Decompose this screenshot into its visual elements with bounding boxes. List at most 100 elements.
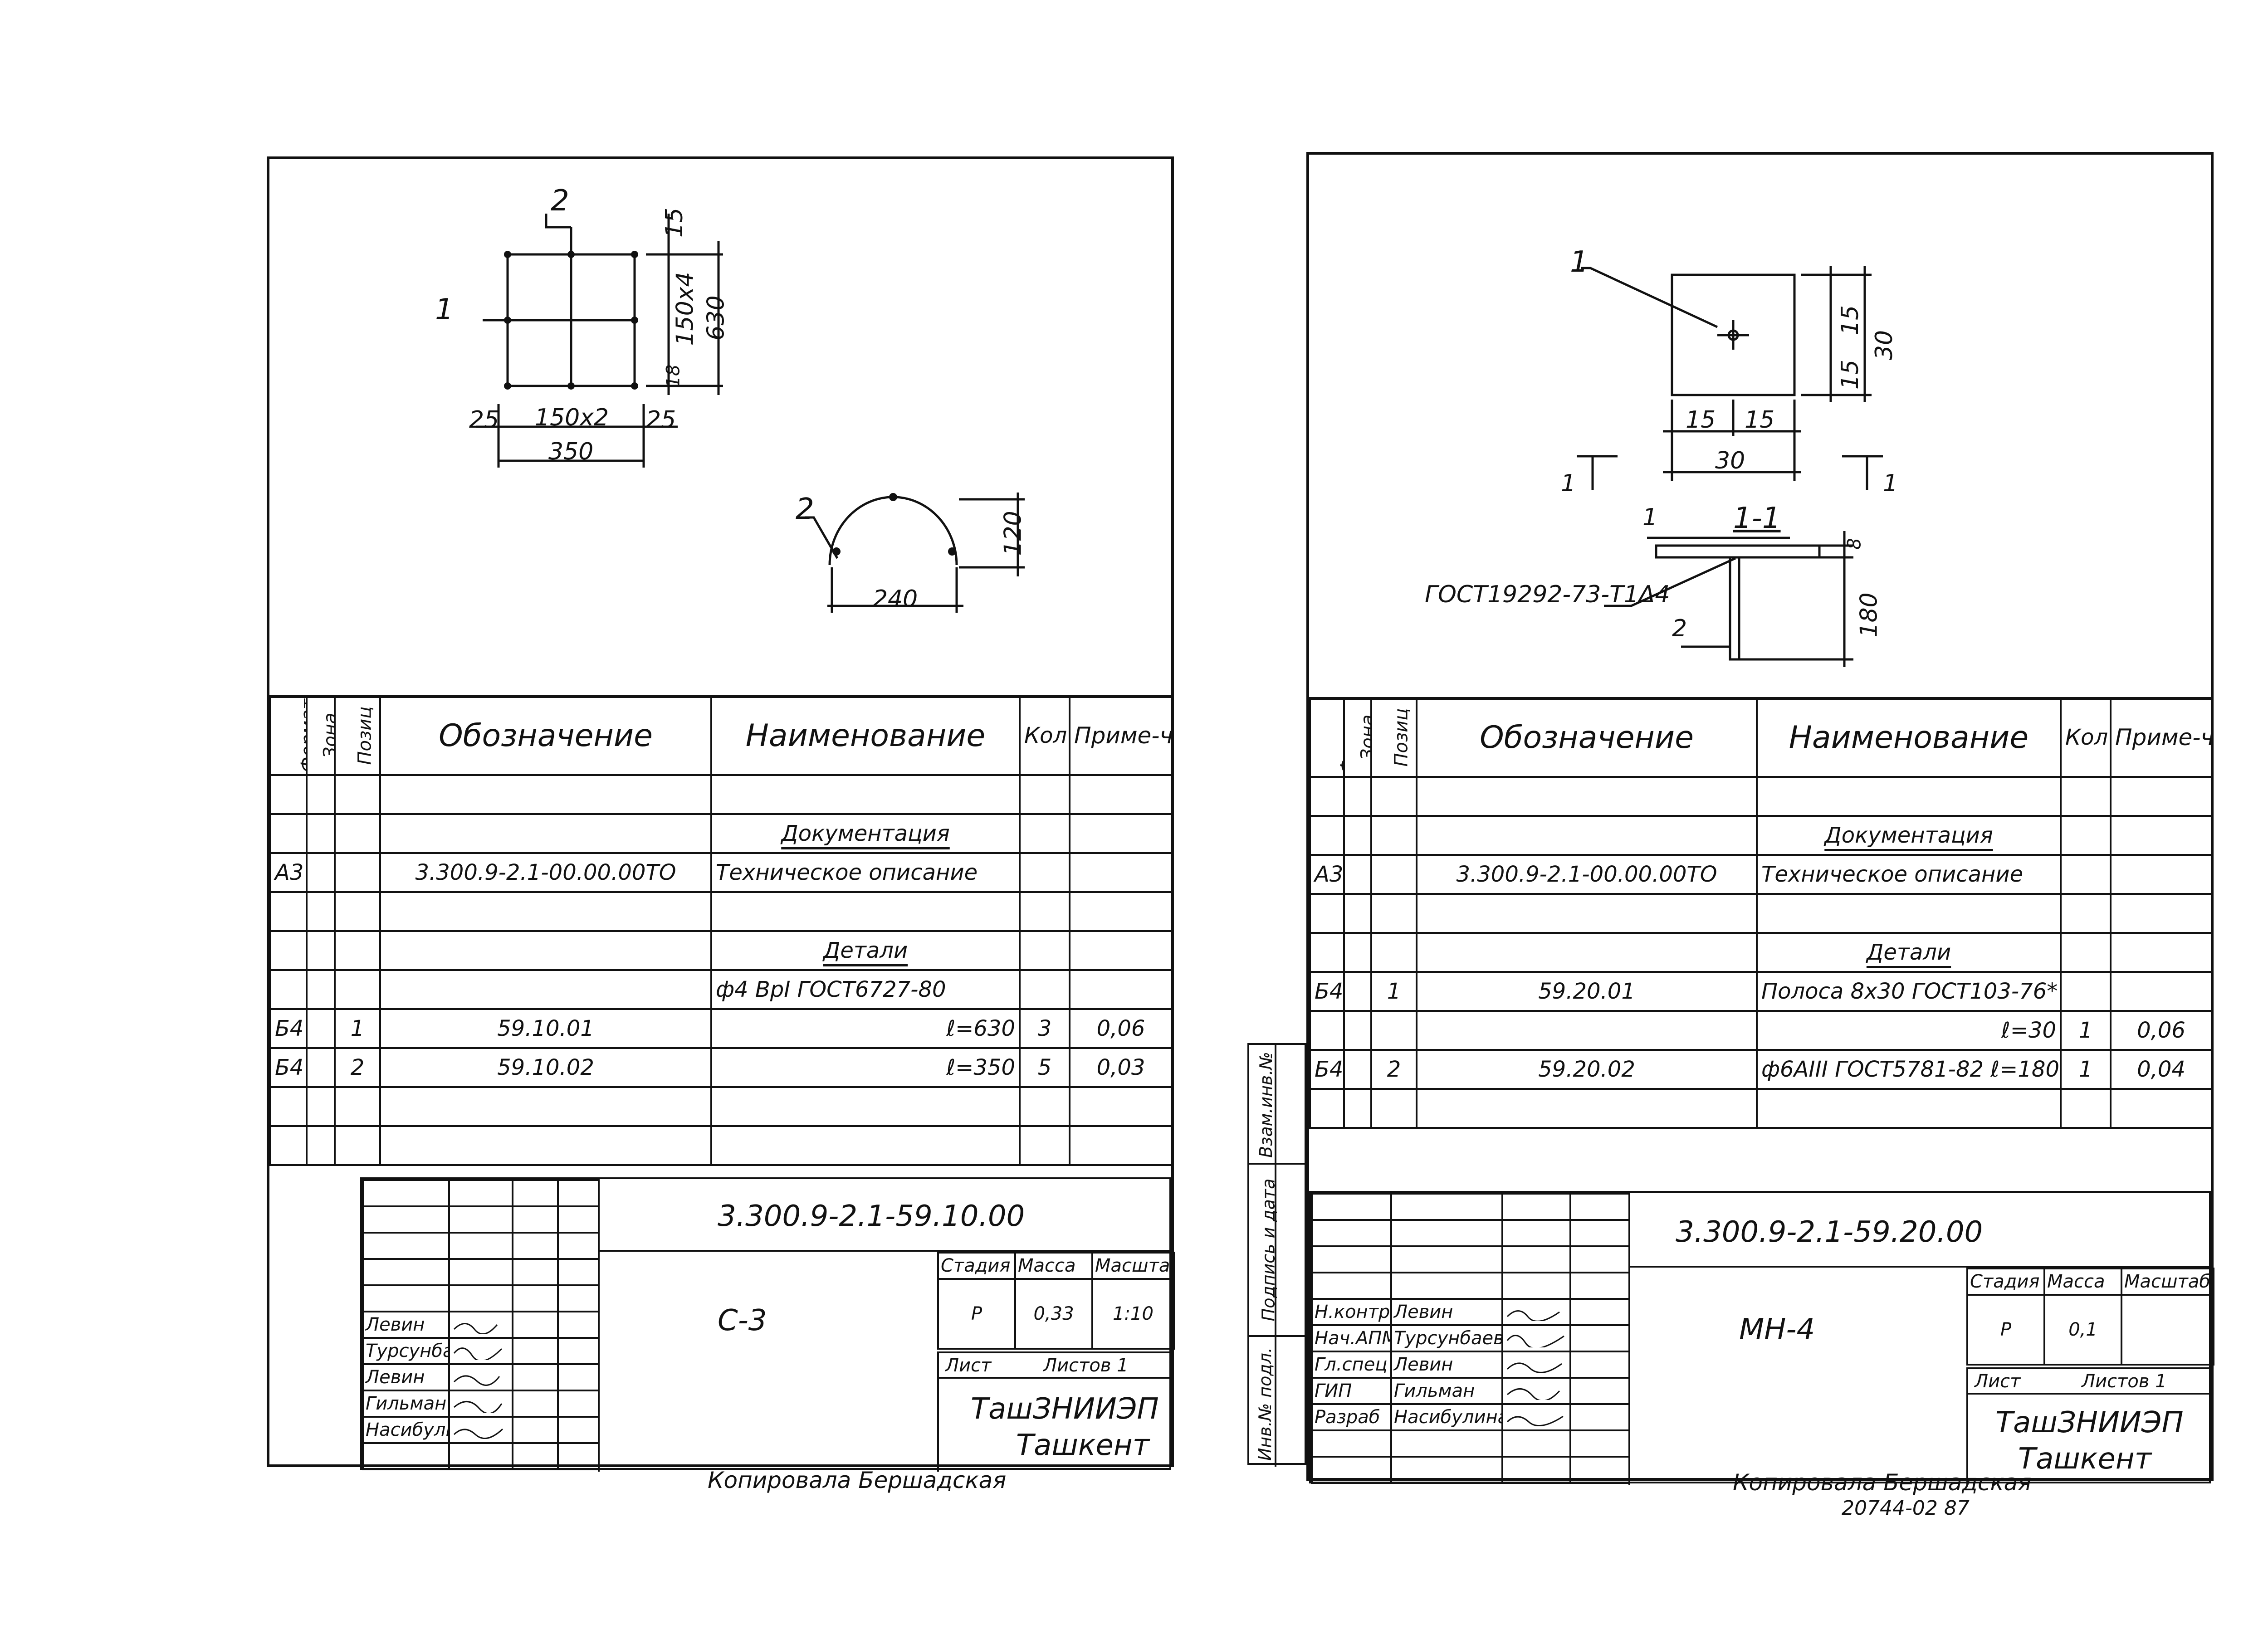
signature-1: [448, 1311, 513, 1339]
spec-cell-name: ℓ=350: [710, 1047, 1021, 1088]
spec-row: Детали: [269, 930, 1173, 971]
spec-cell-name: [710, 891, 1021, 932]
stage-label: Стадия: [937, 1252, 1016, 1280]
spec-cell-pos: [1370, 893, 1418, 934]
tb-sheet-row-left: Лист Листов 1: [937, 1351, 1173, 1379]
dim-15-v2: 15: [1837, 359, 1864, 390]
spec-cell-name: ф6АIII ГОСТ5781-82 ℓ=180: [1756, 1049, 2062, 1090]
spec-cell-name: [1756, 893, 2062, 934]
spec-cell-qty: 3: [1019, 1008, 1070, 1049]
th-pos: Позиц: [1370, 697, 1418, 778]
org-line-2: Ташкент: [2018, 1442, 2152, 1476]
tb-org-cell-left: ТашЗНИИЭП Ташкент: [937, 1379, 1173, 1472]
scale-label: Масштаб: [1091, 1252, 1175, 1280]
spec-cell-note: [1069, 969, 1173, 1010]
spec-cell-format: [1309, 776, 1345, 817]
dim-180: 180: [1855, 592, 1883, 638]
dim-15-v: 15: [1837, 305, 1864, 336]
th-designation: Обозначение: [1416, 697, 1758, 778]
th-zone: Зона: [306, 695, 336, 776]
spec-cell-format: Б4: [1309, 1049, 1345, 1090]
spec-cell-pos: 2: [334, 1047, 381, 1088]
dim-15-h1: 15: [1686, 406, 1716, 434]
label-pos2-top: 2: [551, 184, 569, 218]
item-name: С-3: [718, 1304, 767, 1337]
strip-label-replace-inv: Взам.инв.№: [1256, 1052, 1276, 1158]
spec-cell-zone: [306, 1086, 336, 1127]
spec-cell-name: Детали: [1756, 932, 2062, 973]
left-strip-stamps: Взам.инв.№ Подпись и дата Инв.№ подл.: [1247, 1043, 1308, 1467]
dim-30-v: 30: [1871, 330, 1898, 361]
tb-name-cell-left: С-3: [598, 1252, 937, 1472]
title-block-left: Левин Турсунбаева Левин Гильман Насибули…: [360, 1177, 1175, 1472]
sheet-right: 1 15 15 30 15 15 30 1 1 1 1-1 8 180 ГОСТ…: [1306, 152, 2214, 1485]
dim-350: 350: [548, 438, 594, 465]
strip-label-signature-date: Подпись и дата: [1258, 1178, 1279, 1322]
spec-cell-qty: 1: [2060, 1010, 2112, 1051]
spec-cell-zone: [306, 1125, 336, 1166]
spec-cell-zone: [1343, 971, 1372, 1012]
spec-row: Документация: [1309, 815, 2213, 856]
spec-cell-name: ℓ=30: [1756, 1010, 2062, 1051]
stage-value: Р: [1966, 1294, 2045, 1366]
drawing-svg-right: [1577, 266, 1883, 667]
spec-cell-note: [1069, 1125, 1173, 1166]
spec-cell-zone: [306, 813, 336, 854]
spec-cell-format: [1309, 1088, 1345, 1129]
spec-cell-designation: [379, 813, 712, 854]
tb-role-5: Разраб: [1311, 1403, 1392, 1431]
bent-bar-arc: [828, 496, 958, 566]
dim-30-h: 30: [1715, 447, 1745, 474]
tb-role-1: Н.контр: [1311, 1298, 1392, 1326]
strip-label-inv-original: Инв.№ подл.: [1255, 1347, 1276, 1461]
spec-cell-zone: [1343, 932, 1372, 973]
spec-cell-designation: 3.300.9-2.1-00.00.00ТО: [1416, 854, 1758, 895]
spec-cell-pos: [334, 852, 381, 893]
spec-cell-designation: 59.20.02: [1416, 1049, 1758, 1090]
dim-8: 8: [1844, 538, 1865, 550]
signature-4: [1501, 1377, 1571, 1405]
tb-person-4: Гильман: [1390, 1377, 1503, 1405]
spec-cell-name: [710, 774, 1021, 815]
spec-cell-note: [2110, 776, 2213, 817]
spec-cell-name: Полоса 8x30 ГОСТ103-76* / ВСт3кп2 ГОСТ53…: [1756, 971, 2062, 1012]
mass-label: Масса: [2043, 1268, 2122, 1296]
spec-table-left: Формат Зона Позиц Обозначение Наименован…: [269, 695, 1173, 1166]
spec-cell-designation: [379, 930, 712, 971]
spec-cell-name: Техническое описание: [1756, 854, 2062, 895]
tb-role-2: Нач.АПМ2: [1311, 1324, 1392, 1352]
spec-cell-name: Техническое описание: [710, 852, 1021, 893]
spec-cell-name: Детали: [710, 930, 1021, 971]
spec-cell-format: Б4: [269, 1047, 308, 1088]
spec-cell-pos: [334, 891, 381, 932]
spec-cell-note: [1069, 813, 1173, 854]
tb-person-3: Левин: [362, 1363, 450, 1391]
sheet-label: Лист: [945, 1355, 992, 1376]
title-block-grid-left: Левин Турсунбаева Левин Гильман Насибули…: [362, 1179, 600, 1470]
spec-cell-designation: 3.300.9-2.1-00.00.00ТО: [379, 852, 712, 893]
label-pos2-arc: 2: [796, 493, 814, 526]
spec-cell-format: Б4: [1309, 971, 1345, 1012]
spec-cell-note: [2110, 932, 2213, 973]
spec-cell-qty: [2060, 815, 2112, 856]
dim-15-h2: 15: [1745, 406, 1775, 434]
dim-150x2: 150x2: [535, 404, 609, 431]
spec-row: [269, 774, 1173, 815]
spec-cell-name: [710, 1125, 1021, 1166]
spec-cell-note: 0,03: [1069, 1047, 1173, 1088]
spec-cell-qty: [1019, 813, 1070, 854]
spec-cell-designation: [1416, 776, 1758, 817]
dim-15: 15: [661, 207, 689, 238]
spec-cell-zone: [1343, 1088, 1372, 1129]
stage-value: Р: [937, 1278, 1016, 1350]
spec-cell-format: [269, 969, 308, 1010]
spec-cell-zone: [1343, 776, 1372, 817]
spec-cell-note: 0,06: [1069, 1008, 1173, 1049]
spec-header-row: Формат Зона Позиц Обозначение Наименован…: [269, 695, 1173, 776]
spec-cell-format: [1309, 932, 1345, 973]
